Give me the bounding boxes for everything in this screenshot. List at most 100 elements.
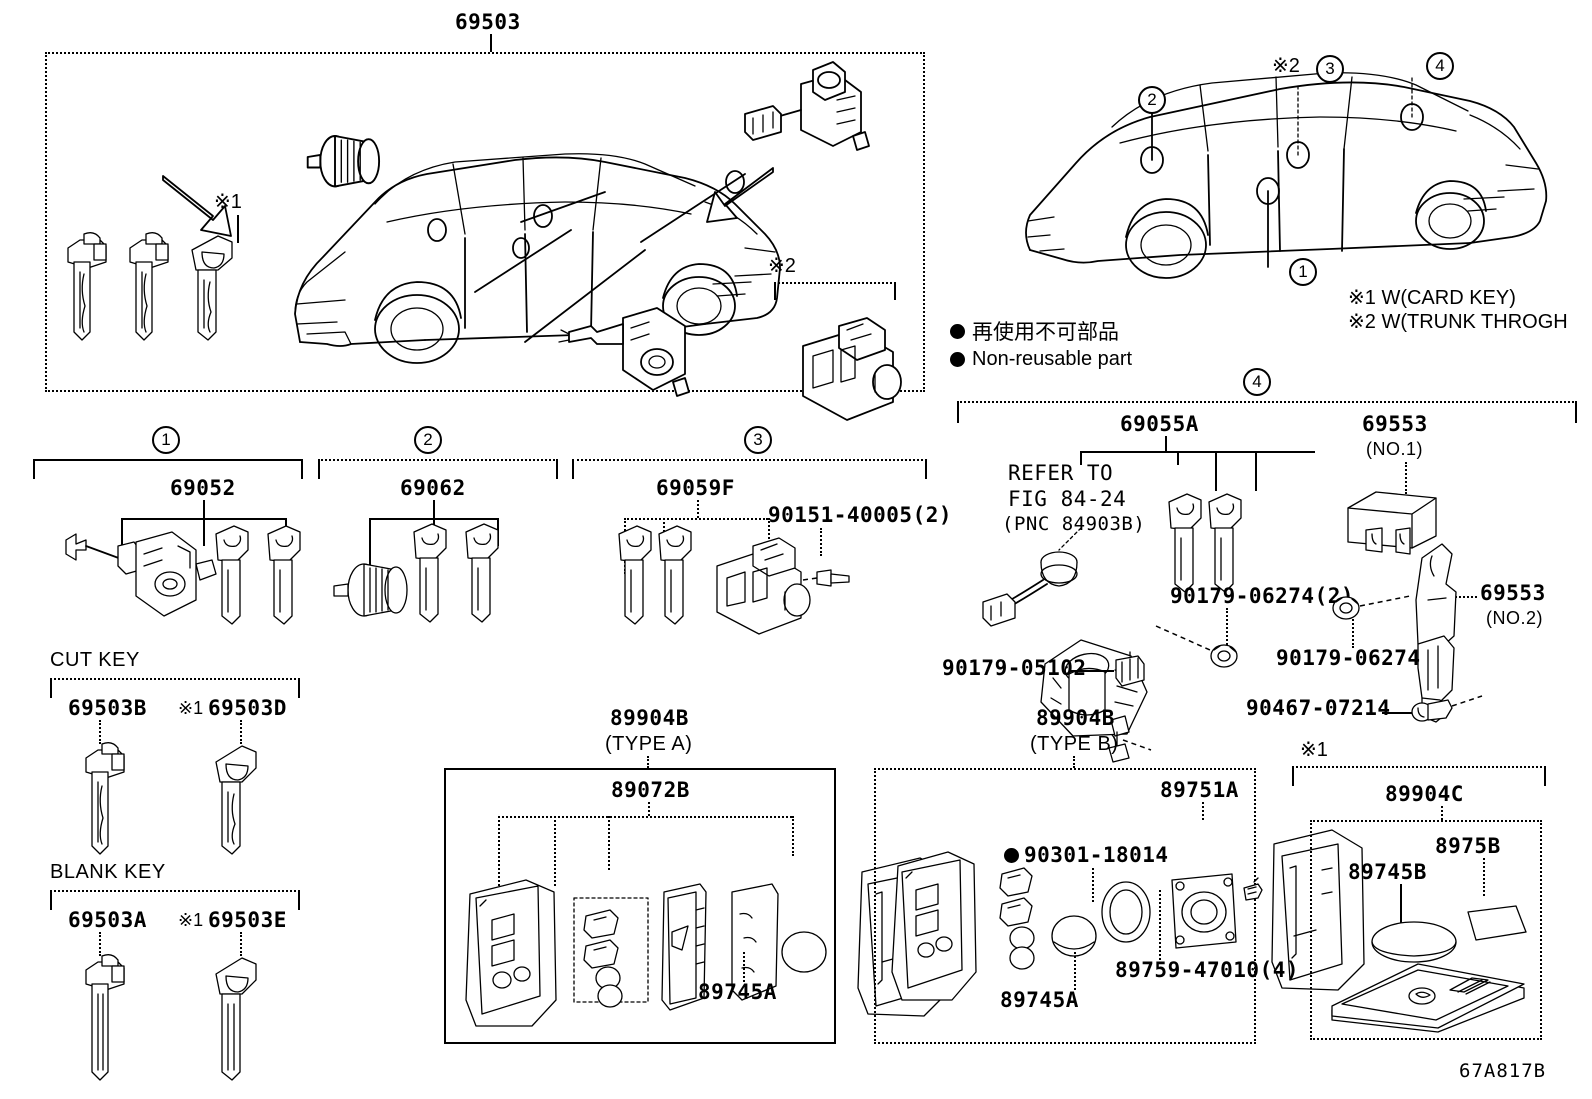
group-4-circle[interactable]: 4 [1243,368,1271,396]
card-key-bracket [1292,766,1546,786]
transmitter-a-case-leader-v [648,802,650,816]
transmitter-a-leader [647,756,649,768]
bracket-69553-no2-sub: (NO.2) [1486,608,1543,628]
group-4-keyset-leg-key1 [1215,451,1217,491]
group-1-part-label: 69052 [170,476,236,500]
non-reusable-dot-oring [1004,848,1019,863]
group-3-part-label: 69059F [656,476,735,500]
bracket-69553-no1-leader [1405,462,1407,494]
group-2-leader-v [433,500,435,518]
group-3-circle[interactable]: 3 [744,426,772,454]
transmitter-a-title: 89904B [610,706,689,730]
group-2-bracket [318,459,558,479]
group-3-leader-h [624,518,768,520]
group-3-screw-leader [820,528,822,556]
transmitter-b-parts [891,829,1365,1001]
main-panel-mark-1: ※1 [214,191,242,213]
main-panel-mark-2: ※2 [768,255,796,277]
transmitter-a-parts [465,857,951,1027]
bracket-69553-no1-part [1347,491,1437,555]
non-reusable-dot-en [950,352,965,367]
card-key-title-leader [1441,806,1443,820]
non-reusable-label-jp: 再使用不可部品 [972,320,1119,344]
cut-key-2-leader [240,720,242,744]
group-1-leader-mid [203,518,205,546]
callout-circle-4[interactable]: 4 [1426,52,1454,80]
cut-key-1-leader [99,720,101,744]
blank-key-1-label: 69503A [68,908,147,932]
callout-mark-2: ※2 [1272,55,1300,77]
blank-key-title: BLANK KEY [50,861,166,883]
group-3-parts [618,525,850,635]
callout-circle-1[interactable]: 1 [1289,258,1317,286]
group-2-circle[interactable]: 2 [414,426,442,454]
main-illustration-panel [45,52,925,392]
group-4-keyset-leg-key2 [1255,451,1257,491]
transmitter-b-title: 89904B [1036,706,1115,730]
bracket-69553-no2-label: 69553 [1480,581,1546,605]
transmitter-a-leg-4 [792,816,794,856]
main-assembly-leader [490,34,492,52]
bolt-90179-05102-part [1115,651,1145,687]
transmitter-b-housing-label: 89751A [1160,778,1239,802]
transmitter-b-oring-label: 90301-18014 [1024,843,1169,867]
group-3-screw-label: 90151-40005(2) [768,503,953,527]
group-1-parts [65,525,301,625]
group-2-leader-left [369,518,371,578]
transmitter-a-subtitle: (TYPE A) [605,733,693,755]
cut-key-2-label: 69503D [208,696,287,720]
transmitter-b-panel [874,768,1256,1044]
group-1-circle[interactable]: 1 [152,426,180,454]
main-assembly-label: 69503 [455,10,521,34]
group-1-leader-v [203,500,205,518]
clip-90467-07214-label: 90467-07214 [1246,696,1391,720]
callout-vehicle-illustration [1025,72,1548,279]
group-3-leader-v [697,500,699,518]
bracket-69553-no1-sub: (NO.1) [1366,439,1423,459]
card-key-sheet-leader [1483,858,1485,896]
transmitter-a-case-label: 89072B [611,778,690,802]
note-trunk-through: ※2 W(TRUNK THROGH [1348,311,1568,333]
refer-line-2: FIG 84-24 [1008,487,1127,511]
bracket-69553-no1-label: 69553 [1362,412,1428,436]
group-3-bracket [572,459,927,479]
cut-key-parts [85,742,257,855]
group-2-parts [333,523,499,623]
refer-line-3: (PNC 84903B) [1002,513,1146,535]
note-card-key: ※1 W(CARD KEY) [1348,287,1516,309]
transmitter-a-leg-3 [608,816,610,870]
group-4-bracket [957,401,1577,423]
blank-key-2-label: 69503E [208,908,287,932]
figure-code: 67A817B [1459,1060,1547,1082]
transmitter-b-housing-leader [1202,802,1204,820]
transmitter-a-leg-1 [498,816,500,886]
transmitter-a-panel [444,768,836,1044]
clip-90467-07214-part [1411,695,1483,722]
bolt-90179-05102-leader [1070,670,1114,672]
bolt-90179-06274-2-part [1155,625,1238,668]
card-key-sheet-label: 8975B [1435,834,1501,858]
transmitter-b-screw-label: 89759-47010(4) [1115,958,1300,982]
transmitter-b-subtitle: (TYPE B) [1030,733,1119,755]
blank-key-2-mark: ※1 [178,910,204,930]
bolt-90179-06274-2-label: 90179-06274(2) [1170,584,1355,608]
bolt-90179-06274-part [1332,595,1411,620]
transmitter-a-battery-label: 89745A [698,980,777,1004]
main-panel-mark1-leader [237,215,239,243]
refer-line-1: REFER TO [1008,461,1114,485]
group-4-keyset-leg-left [1080,451,1082,465]
group-2-part-label: 69062 [400,476,466,500]
group-4-keyset-leg-cyl [1177,451,1179,465]
transmitter-b-leader [1073,756,1075,768]
transmitter-b-battery-label: 89745A [1000,988,1079,1012]
callout-circle-3[interactable]: 3 [1316,55,1344,83]
transmitter-b-oring-leader [1092,868,1094,902]
bolt-90179-06274-2-leader [1226,608,1228,648]
main-panel-keys [67,232,233,341]
group-4-keyset-leader-h [1080,451,1315,453]
blank-key-bracket [50,890,300,910]
bolt-90179-06274-leader [1352,608,1354,648]
callout-circle-2[interactable]: 2 [1138,86,1166,114]
blank-key-2-leader [240,932,242,956]
transmitter-a-leg-2 [554,816,556,886]
